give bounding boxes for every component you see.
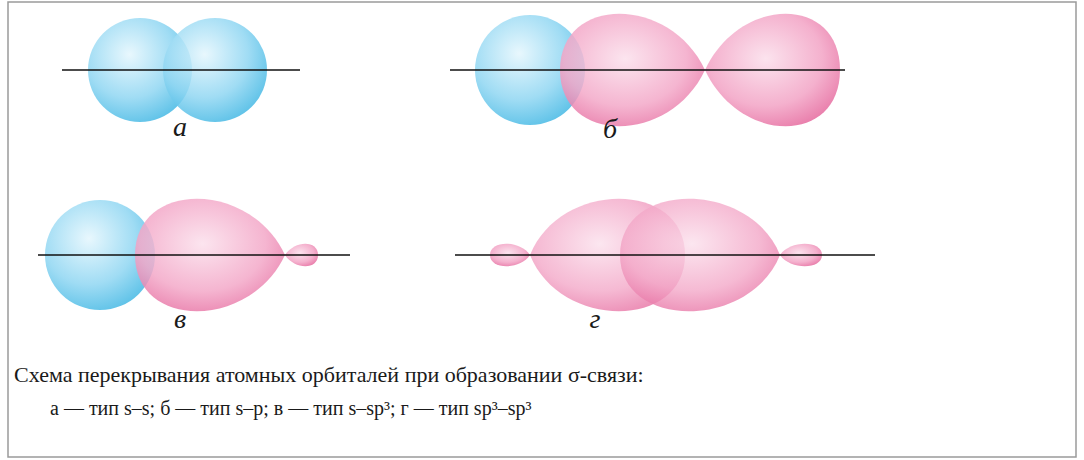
caption-key: а — тип s–s; б — тип s–p; в — тип s–sp³;… xyxy=(50,396,531,420)
figure-caption: Схема перекрывания атомных орбиталей при… xyxy=(14,362,644,388)
panel-letter: б xyxy=(603,112,617,146)
s-s-overlap xyxy=(62,18,300,122)
panel-letter: а xyxy=(173,110,187,144)
frame xyxy=(8,2,1076,457)
sp3-sp3-overlap xyxy=(455,199,875,312)
s-sp3-overlap xyxy=(38,199,350,312)
panel-letter: г xyxy=(590,302,601,336)
panel-letter: в xyxy=(174,302,186,336)
s-p-overlap xyxy=(450,14,845,127)
